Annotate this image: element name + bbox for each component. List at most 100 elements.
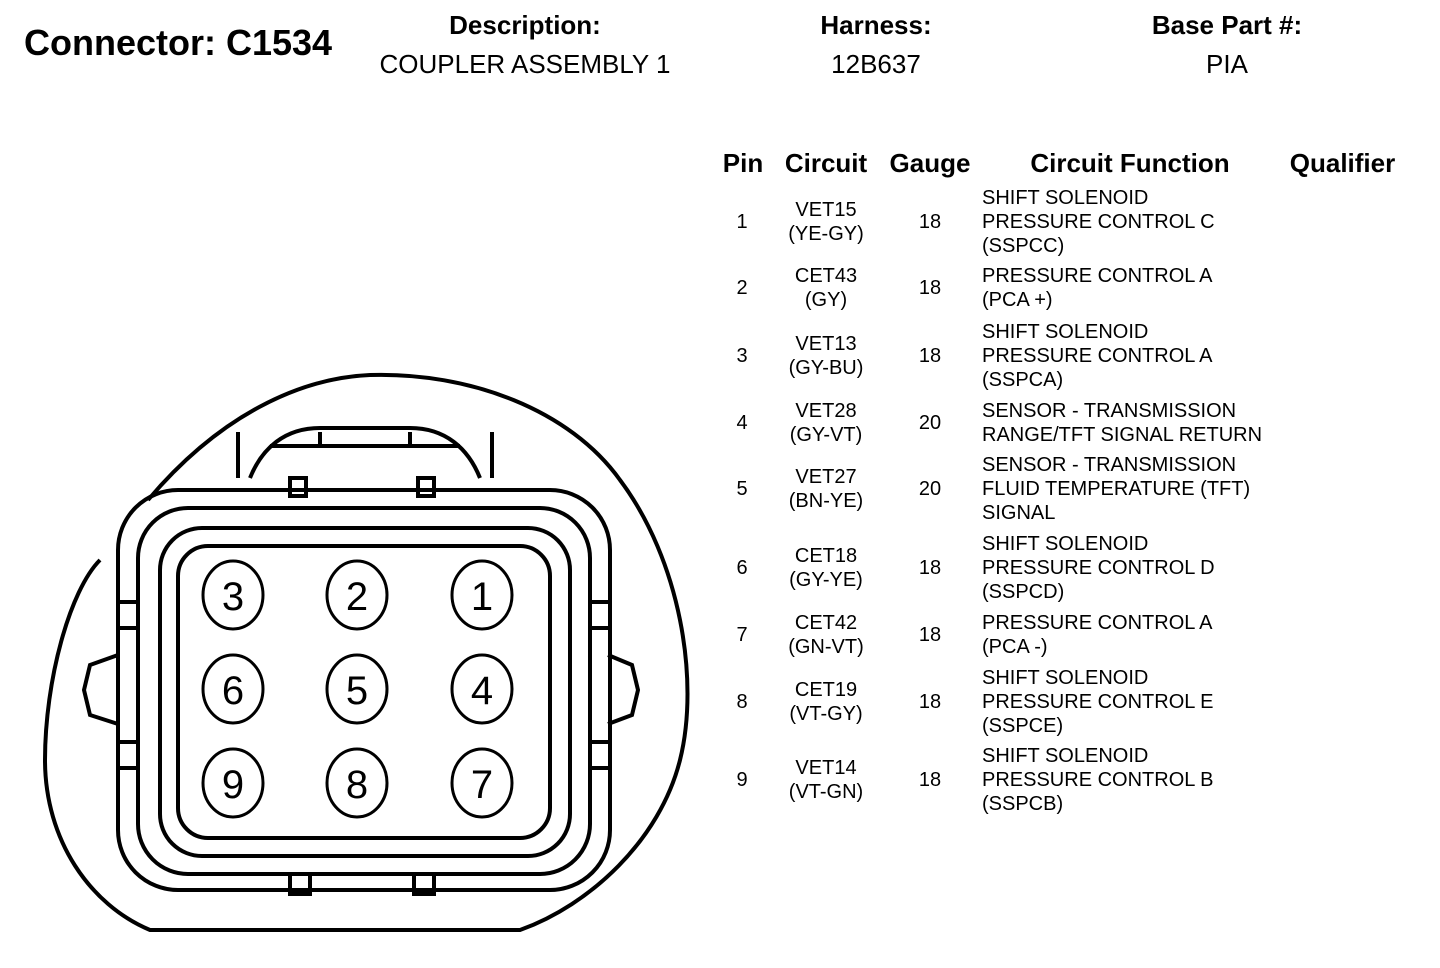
circuit-cell: VET13 (GY-BU) xyxy=(771,332,881,380)
pin-label: 8 xyxy=(346,763,368,807)
circuit-function: PRESSURE CONTROL A (PCA -) xyxy=(982,612,1213,658)
circuit-cell: CET42 (GN-VT) xyxy=(771,611,881,659)
pin-cavity xyxy=(325,653,389,725)
circuit-function: SHIFT SOLENOID PRESSURE CONTROL B (SSPCB… xyxy=(982,745,1214,815)
gauge-cell: 18 xyxy=(918,211,942,233)
column-header-circuit-function: Circuit Function xyxy=(1030,148,1230,178)
circuit-id: CET42 xyxy=(794,612,858,634)
pin-number: 8 xyxy=(736,691,748,713)
circuit-function: SENSOR - TRANSMISSION FLUID TEMPERATURE … xyxy=(982,454,1251,524)
table-row: 5 VET27 (BN-YE) 20 SENSOR - TRANSMISSION… xyxy=(700,453,1420,525)
pin-number: 6 xyxy=(736,557,748,579)
pin-label: 5 xyxy=(346,669,368,713)
table-row: 2 CET43 (GY) 18 PRESSURE CONTROL A (PCA … xyxy=(700,264,1420,312)
circuit-function: PRESSURE CONTROL A (PCA +) xyxy=(982,265,1213,311)
pin-label: 3 xyxy=(222,575,244,619)
pin-label: 2 xyxy=(346,575,368,619)
bottom-notch-right xyxy=(412,872,436,896)
circuit-cell: CET19 (VT-GY) xyxy=(771,678,881,726)
circuit-id: CET18 xyxy=(794,545,858,567)
circuit-cell: CET43 (GY) xyxy=(771,264,881,312)
table-row: 4 VET28 (GY-VT) 20 SENSOR - TRANSMISSION… xyxy=(700,399,1420,447)
circuit-cell: VET15 (YE-GY) xyxy=(771,198,881,246)
circuit-function: SHIFT SOLENOID PRESSURE CONTROL D (SSPCD… xyxy=(982,533,1215,603)
pin-cavity xyxy=(201,653,265,725)
circuit-id: VET27 xyxy=(795,466,857,488)
left-latch-tab xyxy=(81,653,119,726)
gauge-cell: 18 xyxy=(918,769,942,791)
right-notch-lower xyxy=(588,740,612,770)
pin-label: 7 xyxy=(471,763,493,807)
pin-number: 3 xyxy=(736,345,748,367)
bottom-notch-left xyxy=(288,872,312,896)
wire-color: (VT-GN) xyxy=(788,781,864,803)
circuit-id: VET28 xyxy=(795,400,857,422)
gauge-cell: 18 xyxy=(918,691,942,713)
pin-label: 6 xyxy=(222,669,244,713)
left-notch-upper xyxy=(116,600,140,630)
wire-color: (BN-YE) xyxy=(788,490,864,512)
pin-number: 7 xyxy=(736,624,748,646)
pin-number: 5 xyxy=(736,478,748,500)
circuit-id: CET19 xyxy=(794,679,858,701)
circuit-function: SHIFT SOLENOID PRESSURE CONTROL A (SSPCA… xyxy=(982,321,1213,391)
column-header-circuit: Circuit xyxy=(784,148,868,178)
wire-color: (YE-GY) xyxy=(788,223,864,245)
gauge-cell: 20 xyxy=(918,412,942,434)
description-block: Description: COUPLER ASSEMBLY 1 xyxy=(355,11,695,78)
harness-value: 12B637 xyxy=(831,49,921,79)
description-value: COUPLER ASSEMBLY 1 xyxy=(379,49,671,79)
pin-cavity xyxy=(325,747,389,819)
column-header-pin: Pin xyxy=(722,148,764,178)
connector-title: Connector: C1534 xyxy=(24,22,333,63)
gauge-cell: 18 xyxy=(918,624,942,646)
harness-label: Harness: xyxy=(820,10,932,40)
pin-label: 1 xyxy=(471,575,493,619)
circuit-id: VET15 xyxy=(795,199,857,221)
left-notch-lower xyxy=(116,740,140,770)
right-latch-tab xyxy=(607,653,641,726)
housing-outline xyxy=(42,372,690,932)
pin-number: 2 xyxy=(736,277,748,299)
table-row: 7 CET42 (GN-VT) 18 PRESSURE CONTROL A (P… xyxy=(700,611,1420,659)
harness-block: Harness: 12B637 xyxy=(776,11,976,78)
column-header-qualifier: Qualifier xyxy=(1289,148,1396,178)
pin-cavity xyxy=(201,559,265,631)
wire-color: (GY-BU) xyxy=(788,357,864,379)
circuit-cell: CET18 (GY-YE) xyxy=(771,544,881,592)
top-lock xyxy=(236,426,494,498)
pin-cavity xyxy=(201,747,265,819)
seal-ring-1 xyxy=(136,506,592,876)
gauge-cell: 20 xyxy=(918,478,942,500)
pin-number: 4 xyxy=(736,412,748,434)
table-row: 1 VET15 (YE-GY) 18 SHIFT SOLENOID PRESSU… xyxy=(700,186,1420,258)
table-row: 9 VET14 (VT-GN) 18 SHIFT SOLENOID PRESSU… xyxy=(700,744,1420,816)
wire-color: (GY) xyxy=(804,289,848,311)
wire-color: (VT-GY) xyxy=(789,703,863,725)
description-label: Description: xyxy=(449,10,601,40)
pin-cavity xyxy=(325,559,389,631)
table-row: 3 VET13 (GY-BU) 18 SHIFT SOLENOID PRESSU… xyxy=(700,320,1420,392)
gauge-cell: 18 xyxy=(918,557,942,579)
circuit-id: VET13 xyxy=(795,333,857,355)
circuit-cell: VET28 (GY-VT) xyxy=(771,399,881,447)
pin-cavity xyxy=(450,559,514,631)
gauge-cell: 18 xyxy=(918,277,942,299)
column-header-gauge: Gauge xyxy=(889,148,971,178)
circuit-cell: VET27 (BN-YE) xyxy=(771,465,881,513)
body-outer xyxy=(116,488,612,892)
wire-color: (GY-VT) xyxy=(789,424,863,446)
right-notch-upper xyxy=(588,600,612,630)
circuit-id: VET14 xyxy=(795,757,857,779)
pin-number: 1 xyxy=(736,211,748,233)
pin-label: 4 xyxy=(471,669,493,713)
seal-ring-2 xyxy=(158,526,572,858)
seal-ring-3 xyxy=(176,544,552,840)
wire-color: (GY-YE) xyxy=(789,569,863,591)
pin-number: 9 xyxy=(736,769,748,791)
circuit-function: SHIFT SOLENOID PRESSURE CONTROL C (SSPCC… xyxy=(982,187,1215,257)
pin-cavity xyxy=(450,747,514,819)
pin-cavity xyxy=(450,653,514,725)
circuit-function: SHIFT SOLENOID PRESSURE CONTROL E (SSPCE… xyxy=(982,667,1214,737)
table-row: 8 CET19 (VT-GY) 18 SHIFT SOLENOID PRESSU… xyxy=(700,666,1420,738)
